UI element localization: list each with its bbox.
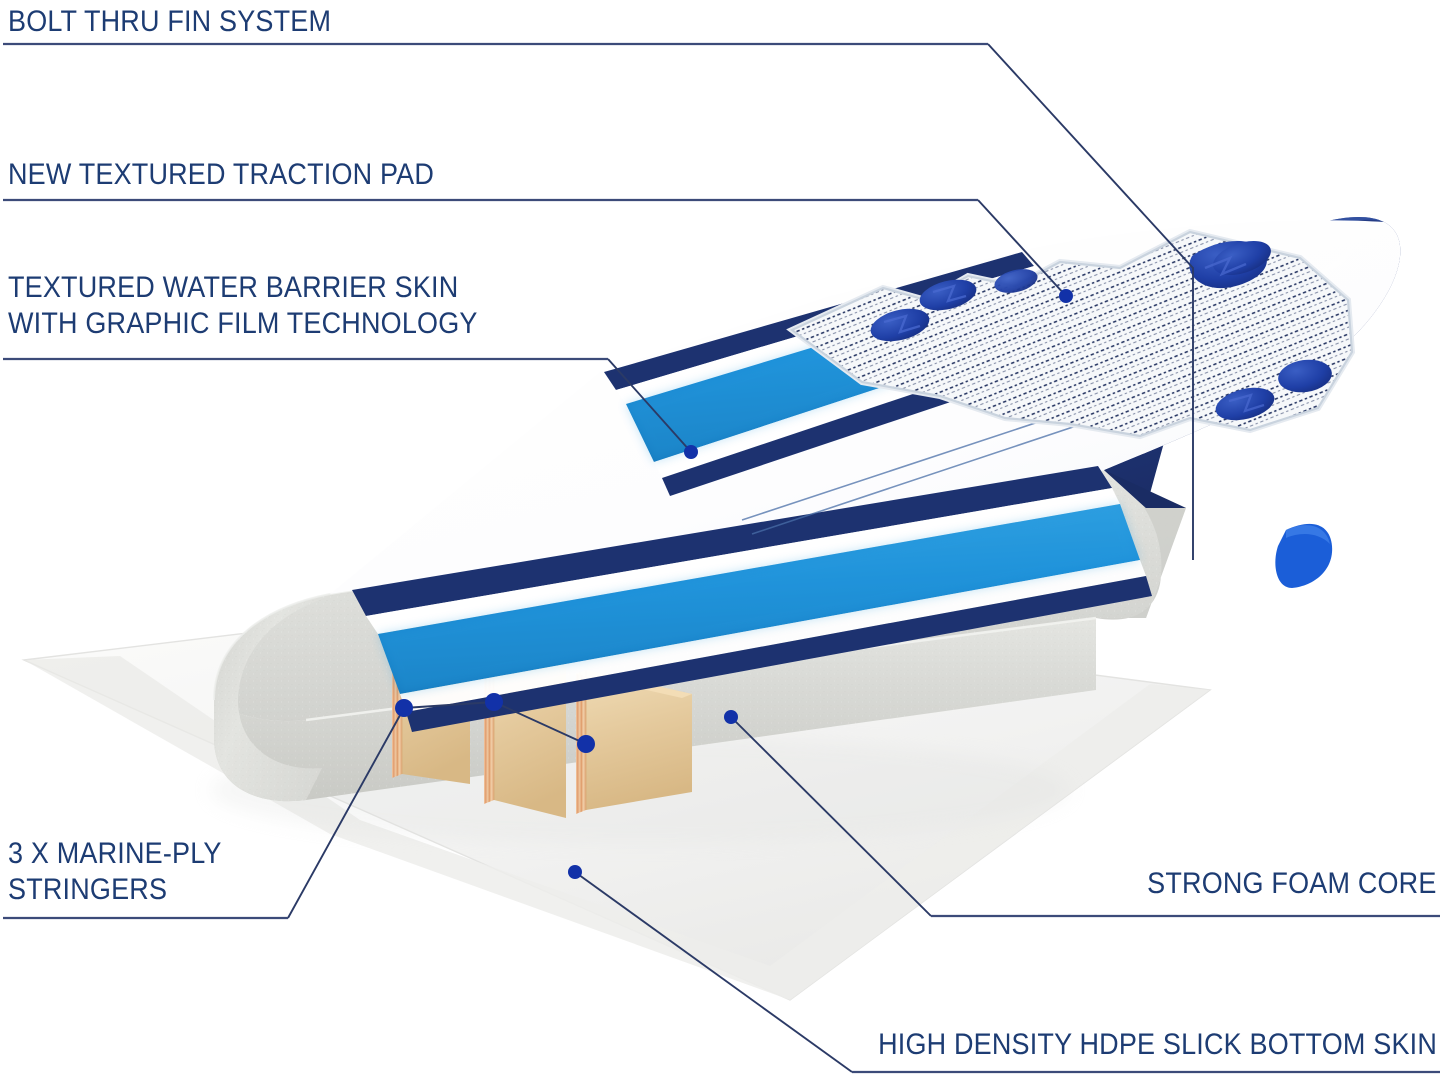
callout-dot-traction-pad xyxy=(1059,289,1073,303)
leader-line-marine-ply-stringers xyxy=(287,701,587,919)
handle-3 xyxy=(1189,240,1271,289)
handle-2 xyxy=(919,279,977,311)
callout-label-marine-ply-stringers: 3 X MARINE-PLY STRINGERS xyxy=(8,837,222,906)
handle-5 xyxy=(1278,359,1332,393)
callout-label-bolt-thru-fin: BOLT THRU FIN SYSTEM xyxy=(8,5,332,38)
leader-line-traction-pad xyxy=(977,199,1067,297)
callout-dot-marine-ply-stringers xyxy=(577,735,595,753)
callout-dots xyxy=(395,289,1073,879)
grab-handles xyxy=(870,240,1332,421)
callout-dot-marine-ply-stringers xyxy=(395,699,413,717)
callout-dot-marine-ply-stringers xyxy=(485,693,503,711)
leader-line-bolt-thru-fin xyxy=(987,43,1194,560)
leader-line-hdpe-slick-bottom-skin xyxy=(574,871,853,1073)
callout-label-traction-pad: NEW TEXTURED TRACTION PAD xyxy=(8,158,435,191)
handle-4 xyxy=(1215,387,1275,421)
callout-label-strong-foam-core: STRONG FOAM CORE xyxy=(1147,867,1437,900)
callout-label-hdpe-slick-bottom-skin: HIGH DENSITY HDPE SLICK BOTTOM SKIN xyxy=(878,1028,1437,1061)
callout-dot-strong-foam-core xyxy=(724,710,738,724)
callout-underlines xyxy=(3,42,1440,1074)
callout-label-water-barrier-skin: TEXTURED WATER BARRIER SKIN WITH GRAPHIC… xyxy=(8,271,478,340)
callout-dot-hdpe-slick-bottom-skin xyxy=(568,865,582,879)
callout-leader-lines xyxy=(287,43,1194,1073)
handle-1 xyxy=(870,308,930,342)
bolt-thru-fin xyxy=(1275,523,1333,588)
leader-line-strong-foam-core xyxy=(730,716,932,917)
leader-line-water-barrier-skin xyxy=(607,358,692,453)
callout-dot-water-barrier-skin xyxy=(684,445,698,459)
handle-6 xyxy=(994,269,1038,293)
